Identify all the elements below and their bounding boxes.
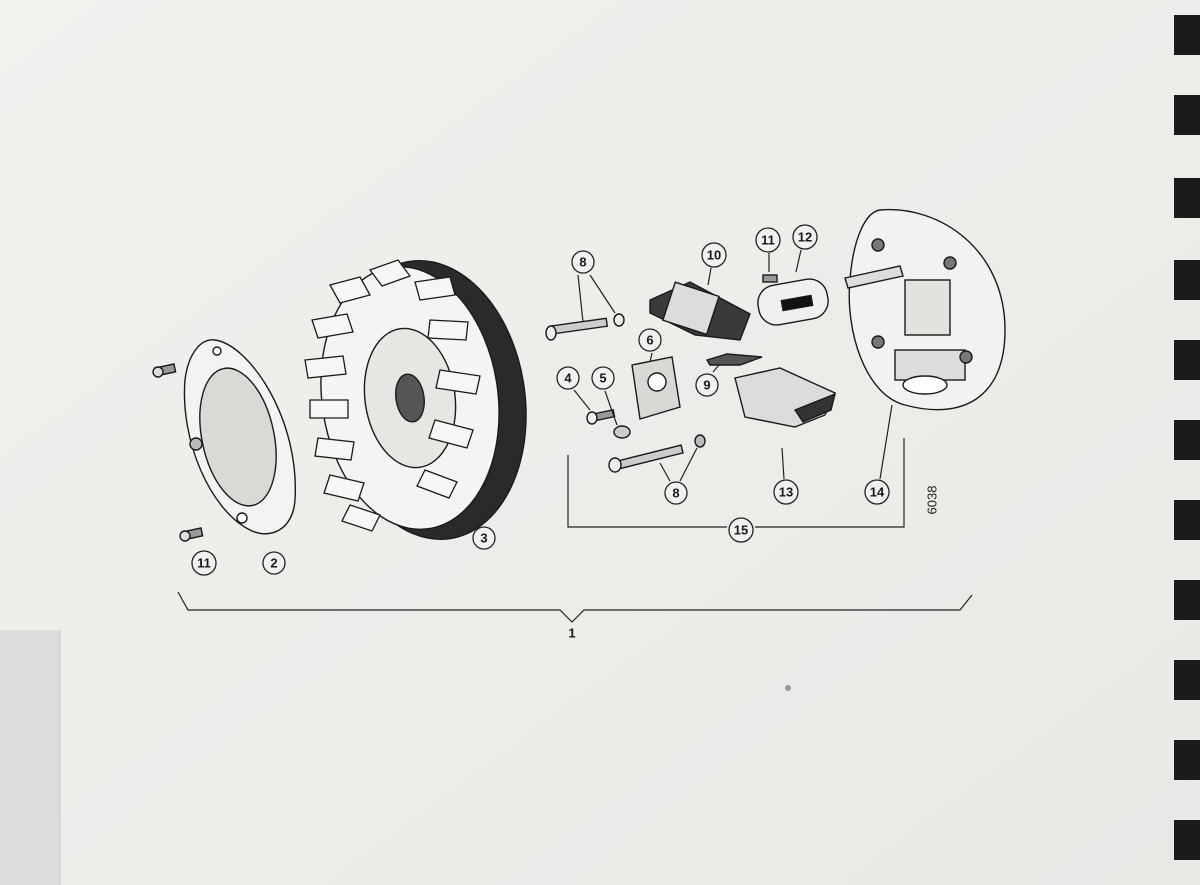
paper-spot xyxy=(785,685,791,691)
callout-10: 10 xyxy=(701,242,727,268)
stator-plate-part-14 xyxy=(844,208,1006,411)
callout-12: 12 xyxy=(792,224,818,250)
callout-3-label: 3 xyxy=(480,531,487,546)
callout-11-top-label: 11 xyxy=(761,233,775,248)
contact-breaker-part-6 xyxy=(631,356,681,420)
callout-9-label: 9 xyxy=(703,378,710,393)
leader-lines xyxy=(177,249,973,623)
bolt-part-8-bottom xyxy=(608,434,706,473)
callout-11-top: 11 xyxy=(755,227,781,253)
callout-1-label: 1 xyxy=(568,626,575,641)
left-page-edge xyxy=(0,630,60,885)
callout-6-label: 6 xyxy=(646,333,653,348)
callout-6: 6 xyxy=(638,328,662,352)
callout-5: 5 xyxy=(591,366,615,390)
callout-8-bottom: 8 xyxy=(664,481,688,505)
callout-2: 2 xyxy=(262,551,286,575)
callout-11-bottom-label: 11 xyxy=(197,556,211,571)
binder-holes xyxy=(1174,15,1200,860)
coil-part-13 xyxy=(734,367,837,428)
callout-4: 4 xyxy=(556,366,580,390)
callout-1: 1 xyxy=(568,626,575,641)
callout-5-label: 5 xyxy=(599,371,606,386)
callout-15: 15 xyxy=(728,517,754,543)
condenser-part-12 xyxy=(757,274,829,326)
coil-part-10 xyxy=(649,281,751,341)
screw-part-4 xyxy=(586,408,616,425)
screw-part-11-left xyxy=(152,363,204,542)
callout-12-label: 12 xyxy=(798,230,812,245)
bolt-part-8-top xyxy=(545,313,625,341)
callout-11-bottom: 11 xyxy=(191,550,217,576)
cover-plate-part-2 xyxy=(183,339,296,535)
callout-8-top-label: 8 xyxy=(579,255,586,270)
callout-14-label: 14 xyxy=(870,485,885,500)
callout-9: 9 xyxy=(695,373,719,397)
callout-8-bottom-label: 8 xyxy=(672,486,679,501)
callout-3: 3 xyxy=(472,526,496,550)
callout-4-label: 4 xyxy=(564,371,572,386)
callout-8-top: 8 xyxy=(571,250,595,274)
callout-15-label: 15 xyxy=(734,523,748,538)
callout-13: 13 xyxy=(773,479,799,505)
plate-part-9 xyxy=(705,353,763,366)
drawing-number: 6038 xyxy=(925,486,940,515)
callout-14: 14 xyxy=(864,479,890,505)
screw-part-5 xyxy=(613,425,631,439)
callout-13-label: 13 xyxy=(779,485,793,500)
callout-10-label: 10 xyxy=(707,248,721,263)
flywheel-part-3 xyxy=(304,259,527,540)
callout-2-label: 2 xyxy=(270,556,277,571)
